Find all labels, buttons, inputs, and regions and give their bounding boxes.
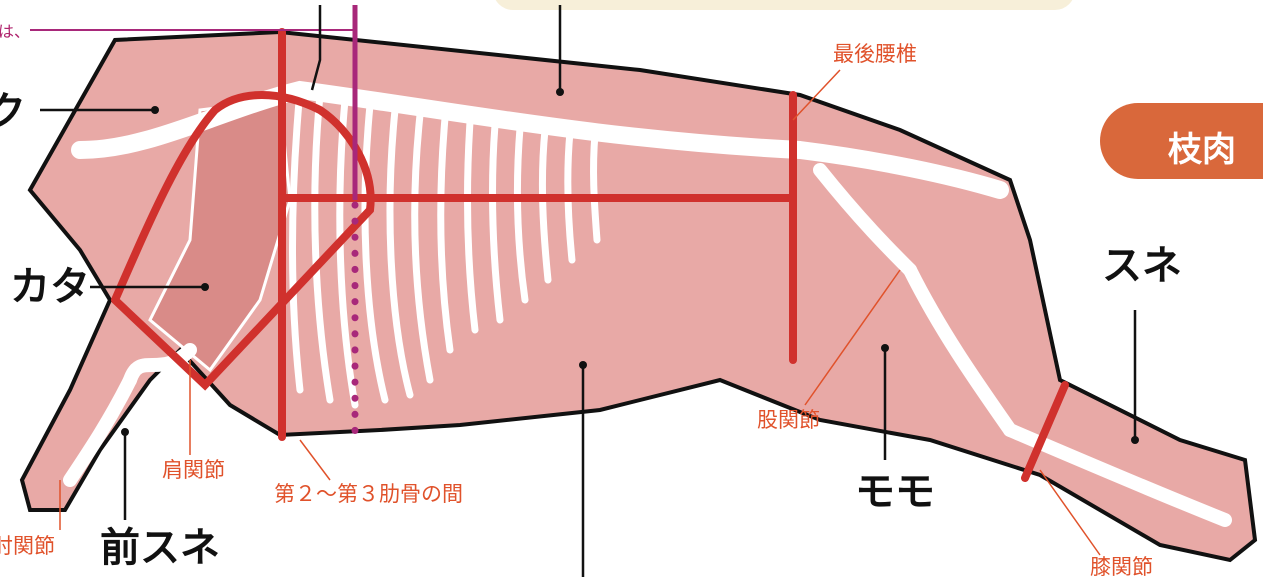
- badge-label: 枝肉: [1168, 122, 1236, 171]
- label-kata: カタ: [10, 267, 90, 307]
- label-last-lumbar: 最後腰椎: [833, 44, 917, 65]
- label-hip-joint: 股関節: [757, 410, 820, 431]
- label-maesune: 前スネ: [100, 528, 220, 568]
- note-text: は、: [0, 24, 30, 40]
- label-knee-joint: 膝関節: [1090, 557, 1153, 578]
- label-momo: モモ: [855, 472, 935, 512]
- label-elbow-joint: 肘関節: [0, 536, 55, 557]
- label-rib-gap: 第２〜第３肋骨の間: [274, 484, 463, 505]
- label-sune: スネ: [1102, 246, 1182, 286]
- label-shoulder-joint: 肩関節: [162, 460, 225, 481]
- label-neck: ク: [0, 92, 26, 132]
